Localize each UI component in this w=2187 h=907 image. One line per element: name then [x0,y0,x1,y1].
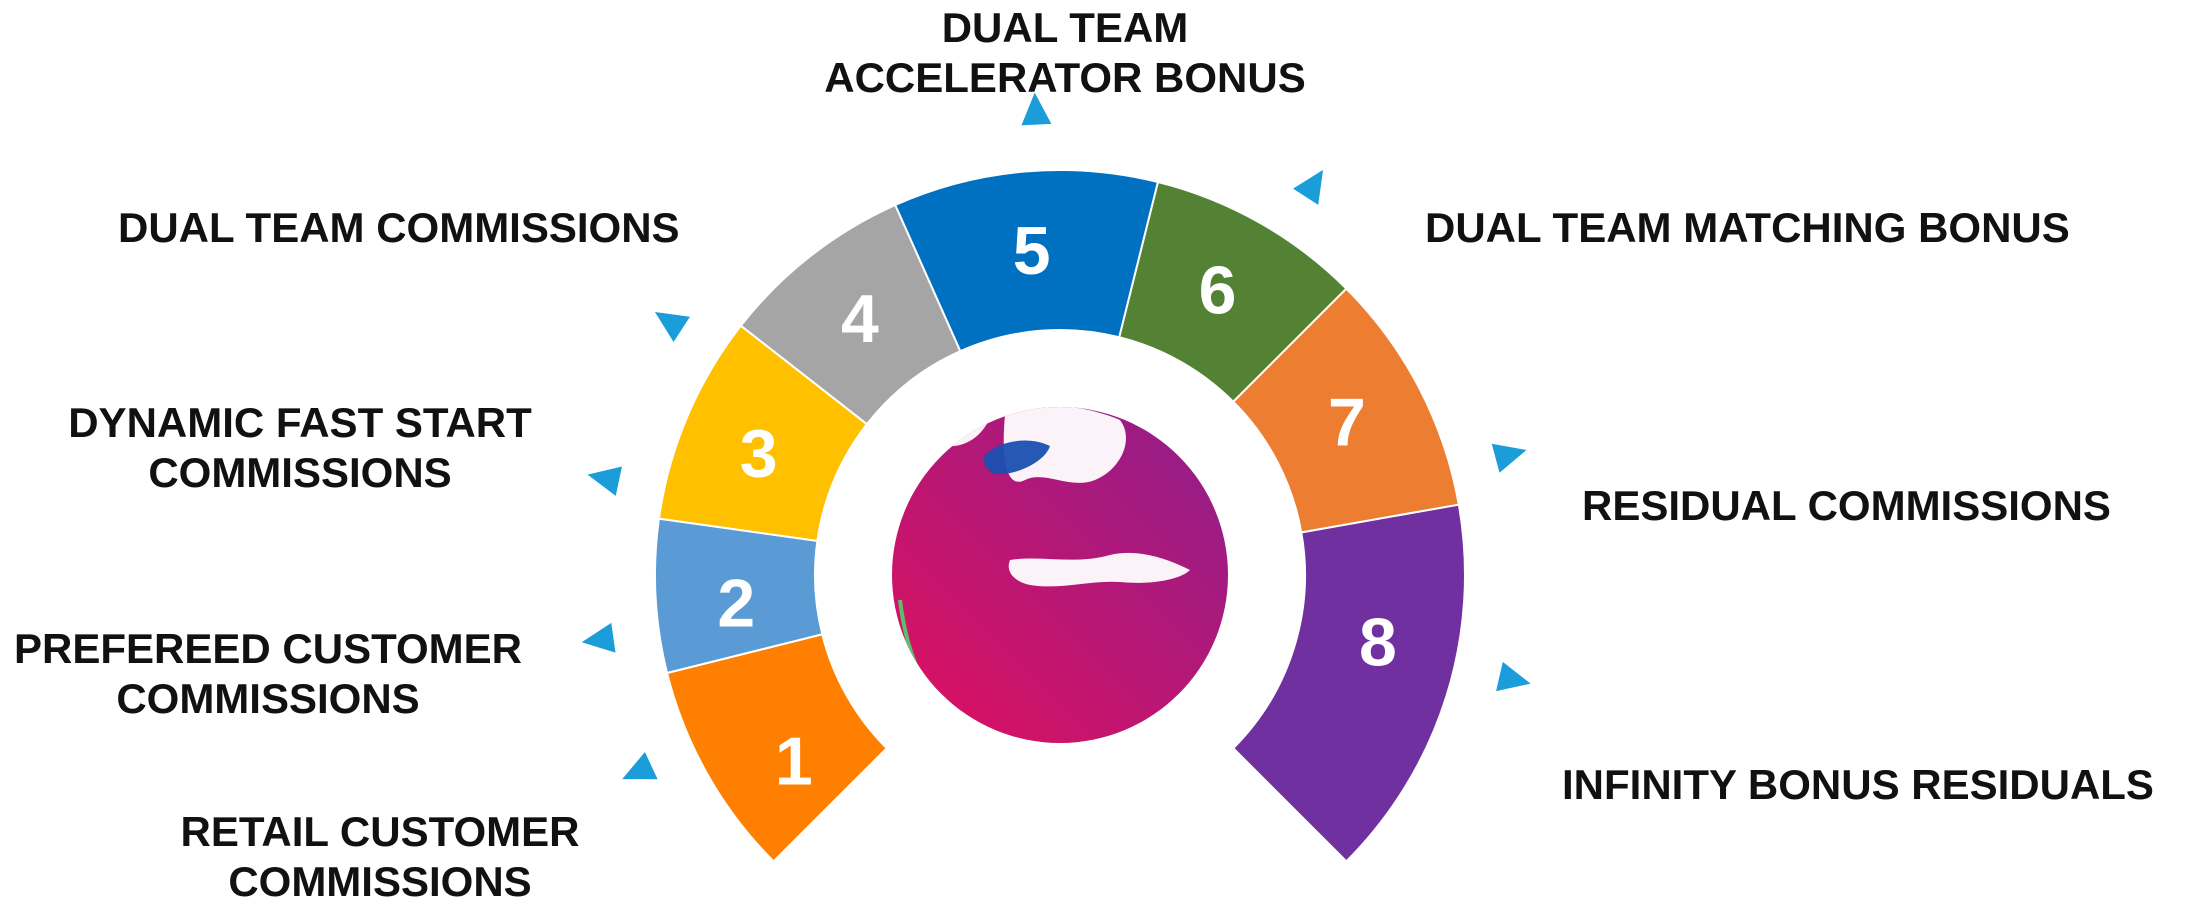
segment-number-6: 6 [1199,253,1237,329]
label-segment-6: DUAL TEAM MATCHING BONUS [1425,204,2070,251]
label-segment-4: DUAL TEAM COMMISSIONS [118,204,680,251]
label-segment-3: DYNAMIC FAST START COMMISSIONS [68,399,532,496]
segment-number-3: 3 [740,415,778,491]
segment-number-1: 1 [775,723,813,799]
label-segment-5: DUAL TEAM ACCELERATOR BONUS [824,4,1306,101]
segment-number-4: 4 [841,281,879,357]
label-segment-2: PREFEREED CUSTOMER COMMISSIONS [14,625,522,722]
segment-8 [1231,503,1466,863]
pointer-triangle-icon [622,752,658,780]
segment-number-2: 2 [717,565,755,641]
pointer-triangle-icon [1491,443,1527,473]
label-segment-7: RESIDUAL COMMISSIONS [1582,482,2111,529]
globe-illustration [892,407,1228,743]
segment-number-5: 5 [1013,213,1051,289]
label-segment-8: INFINITY BONUS RESIDUALS [1562,761,2154,808]
pointer-triangle-icon [1293,169,1324,205]
pointer-triangle-icon [581,622,616,653]
pointer-triangle-icon [1021,92,1052,126]
pointer-triangle-icon [587,466,622,496]
segment-number-8: 8 [1359,605,1397,681]
segment-number-7: 7 [1328,384,1366,460]
pointer-triangle-icon [1496,661,1531,692]
label-segment-1: RETAIL CUSTOMER COMMISSIONS [180,808,580,905]
pointer-triangle-icon [654,311,690,342]
